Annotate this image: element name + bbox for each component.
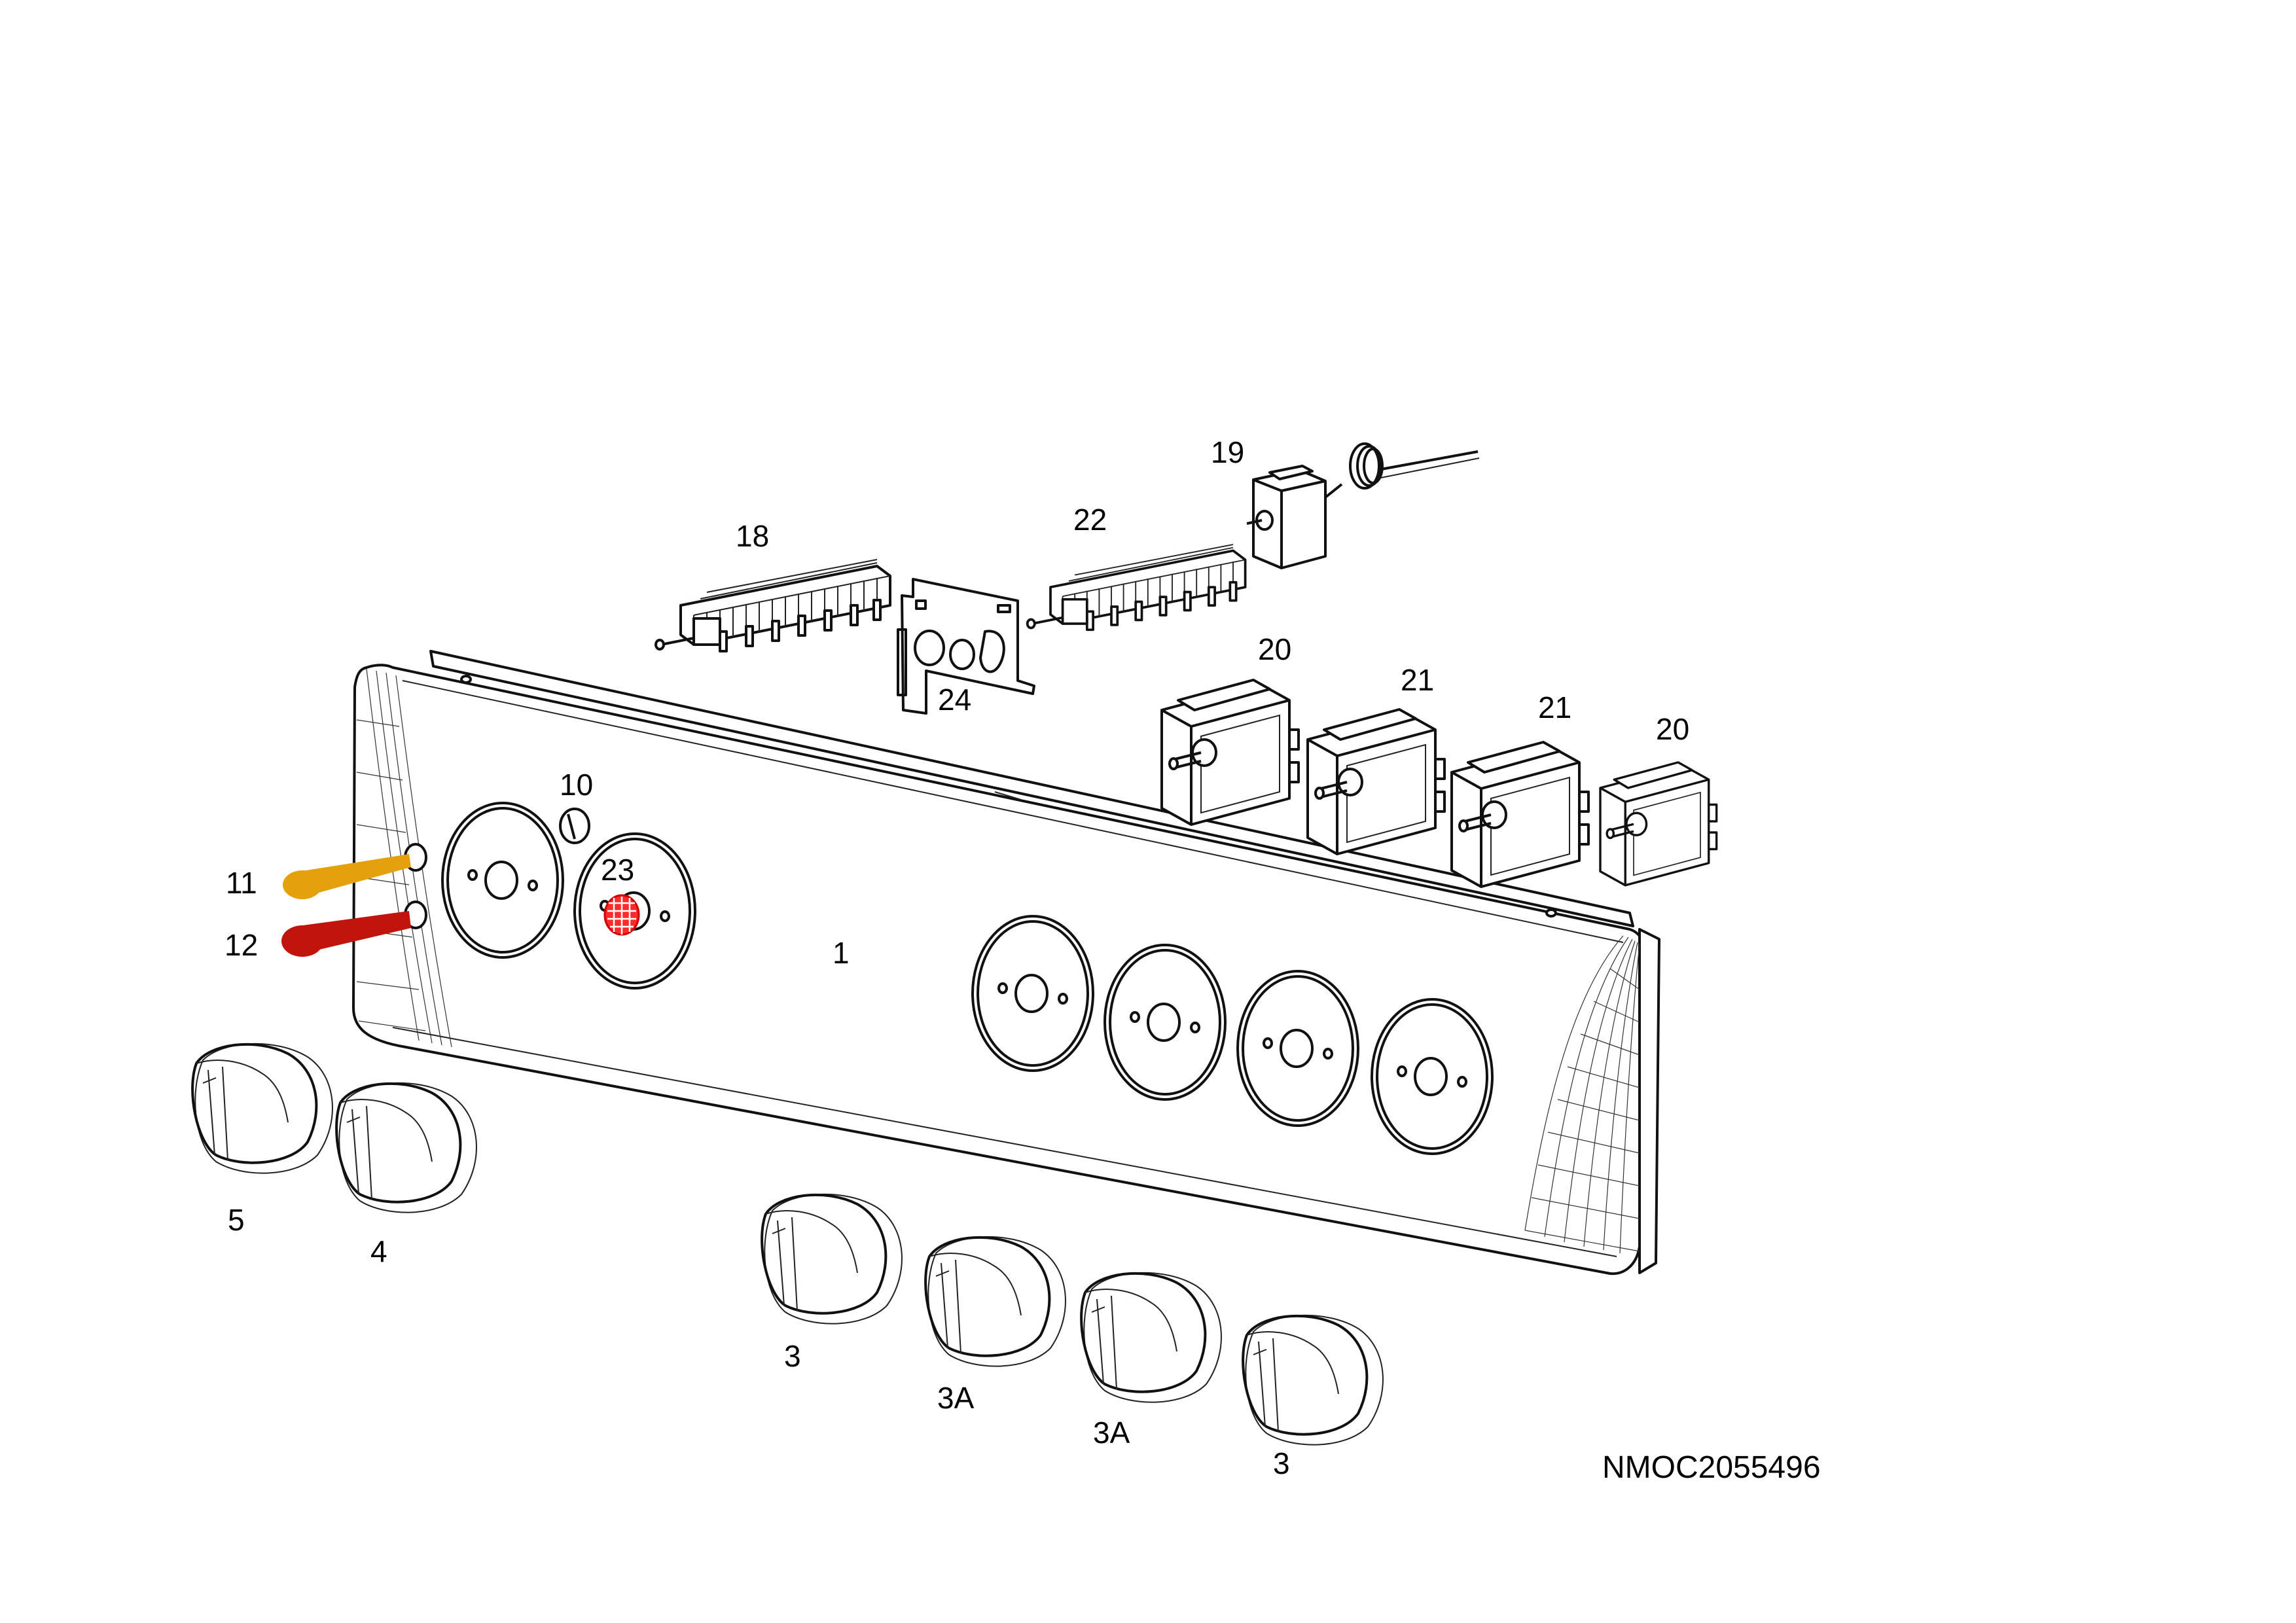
label-20a: 20 <box>1258 632 1291 666</box>
label-3A1: 3A <box>937 1381 975 1415</box>
label-20b: 20 <box>1656 712 1689 746</box>
label-3A2: 3A <box>1093 1416 1130 1450</box>
knob-3A-left <box>924 1235 1067 1368</box>
label-21a: 21 <box>1401 663 1434 697</box>
control-panel <box>352 650 1660 1275</box>
switch-block-18 <box>655 558 891 652</box>
label-24: 24 <box>938 683 971 717</box>
label-18: 18 <box>736 519 769 553</box>
bracket-24 <box>897 578 1035 715</box>
knob-4 <box>335 1081 478 1214</box>
energy-regulator-20a <box>1160 679 1300 826</box>
knob-3-left <box>761 1192 903 1325</box>
energy-regulator-21a <box>1306 708 1446 855</box>
label-4: 4 <box>370 1234 387 1268</box>
energy-regulator-21b <box>1450 741 1590 888</box>
label-22: 22 <box>1073 503 1107 537</box>
label-19: 19 <box>1211 435 1244 469</box>
label-23: 23 <box>601 853 634 887</box>
label-3b: 3 <box>1273 1446 1290 1480</box>
right-end-cap <box>1524 928 1660 1274</box>
label-10: 10 <box>560 768 593 802</box>
label-12: 12 <box>224 928 258 962</box>
energy-regulator-20b <box>1599 761 1718 887</box>
label-3a: 3 <box>784 1339 801 1373</box>
label-5: 5 <box>228 1203 245 1237</box>
label-21b: 21 <box>1538 690 1571 724</box>
knob-5 <box>191 1042 334 1175</box>
switch-block-22 <box>1026 543 1247 632</box>
reference-code: NMOC2055496 <box>1602 1450 1821 1485</box>
knob-3A-right <box>1080 1271 1223 1404</box>
part-23 <box>603 894 640 936</box>
part-10 <box>559 808 590 844</box>
label-1: 1 <box>833 936 850 970</box>
indicator-lamp-red <box>281 911 411 957</box>
thermostat-19 <box>1246 442 1480 569</box>
indicator-lamp-yellow <box>283 854 411 899</box>
label-11: 11 <box>226 866 257 900</box>
knob-3-right <box>1242 1313 1384 1446</box>
